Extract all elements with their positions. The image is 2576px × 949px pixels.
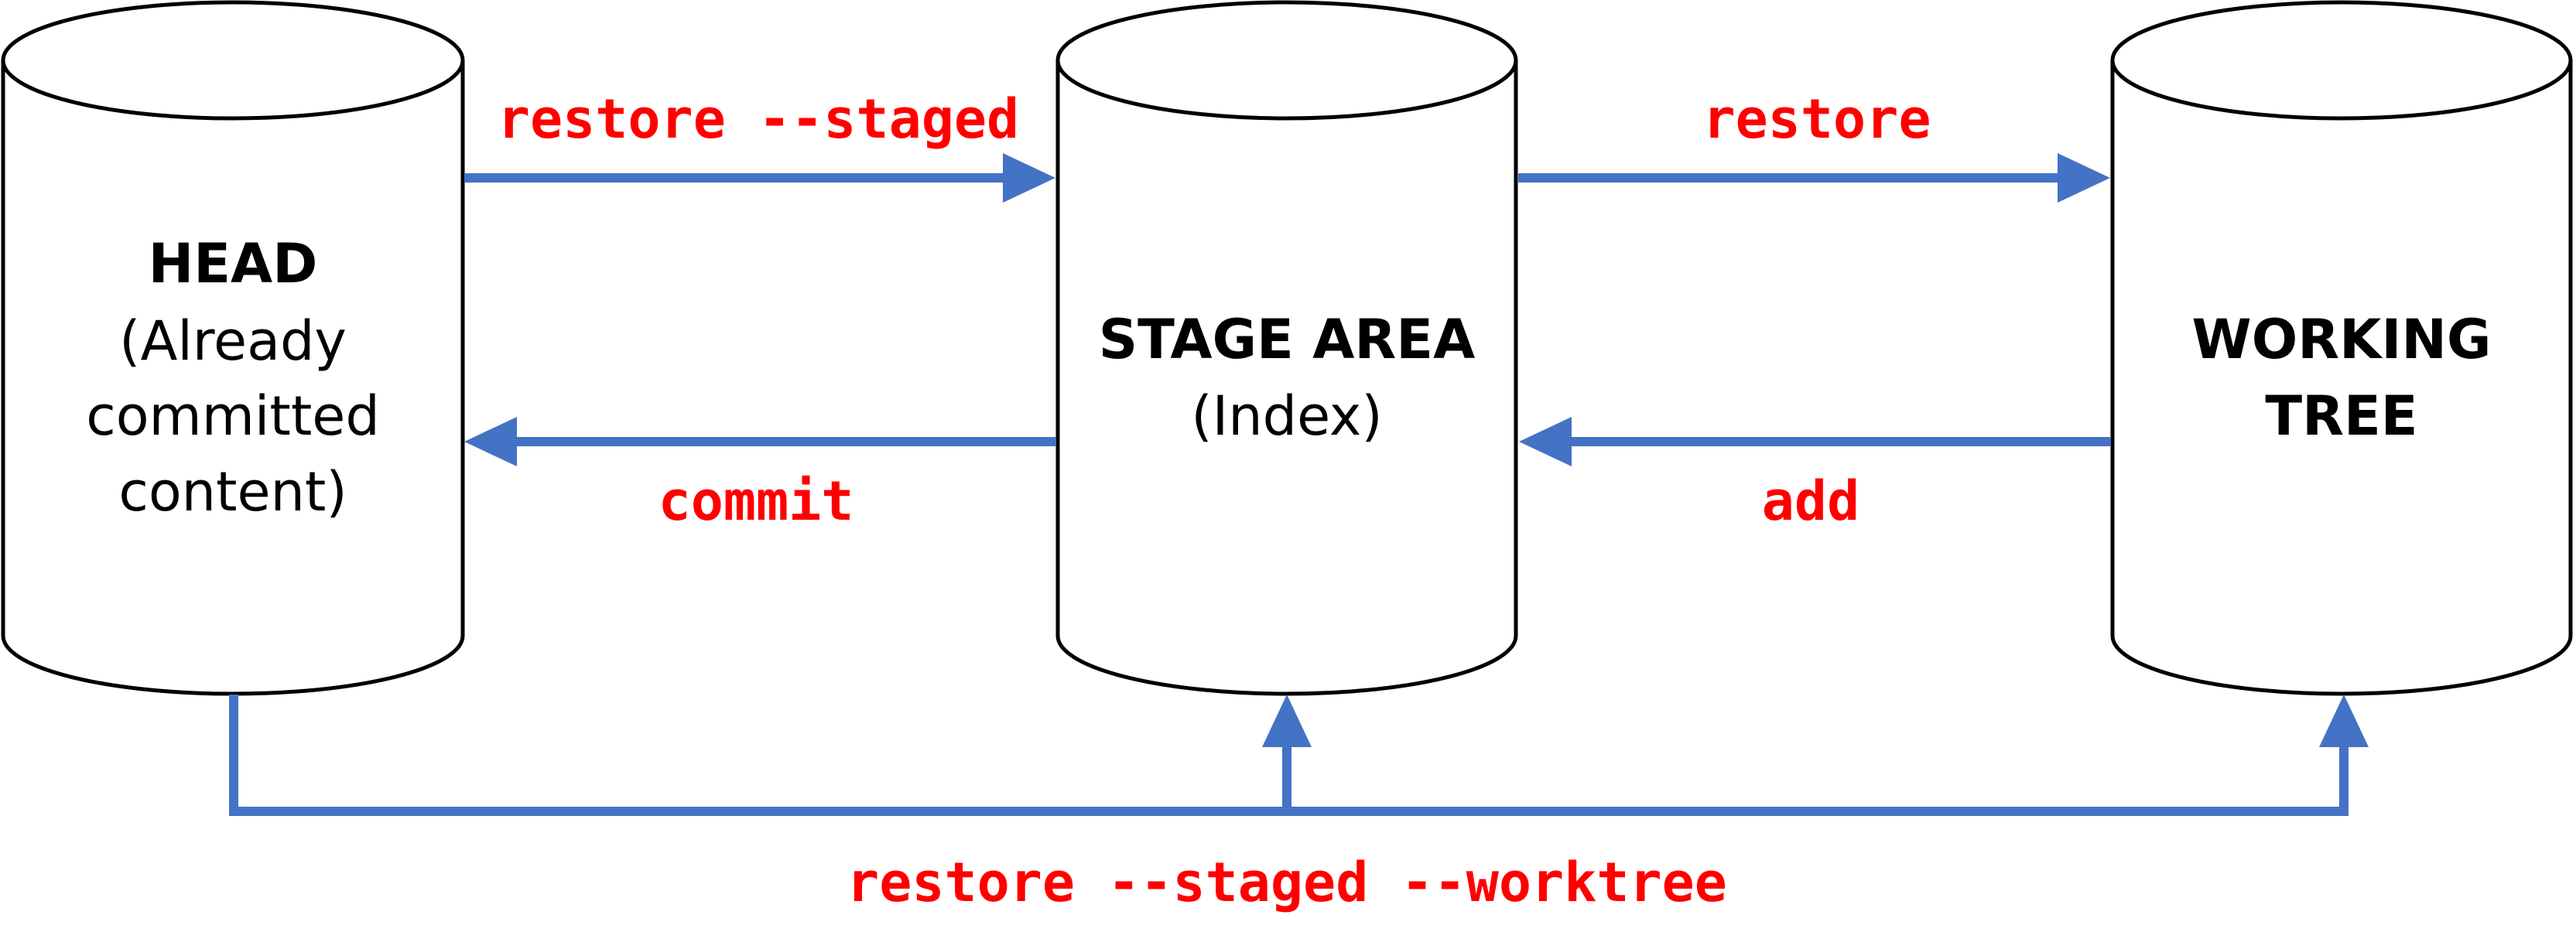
restore-staged-worktree-label: restore --staged --worktree <box>847 851 1727 914</box>
commit-arrowhead <box>464 417 517 466</box>
stage-area-cylinder: STAGE AREA (Index) <box>1055 0 1518 696</box>
stage-area-cylinder-top <box>1055 0 1518 121</box>
head-subtitle-line-1: (Already <box>119 309 347 373</box>
working-tree-cylinder: WORKING TREE <box>2110 0 2573 696</box>
head-subtitle-line-3: content) <box>118 460 347 524</box>
stage-area-subtitle: (Index) <box>1191 384 1382 448</box>
add-arrow <box>1519 417 2111 466</box>
worktree-up-arrowhead <box>2319 695 2369 747</box>
stage-area-title: STAGE AREA <box>1099 308 1476 371</box>
head-cylinder-body <box>1 60 465 696</box>
restore-arrowhead <box>2058 153 2110 203</box>
arrows <box>229 153 2369 816</box>
add-arrowhead <box>1519 417 1572 466</box>
restore-staged-worktree-arrow <box>229 695 2369 816</box>
head-cylinder: HEAD (Already committed content) <box>1 0 465 696</box>
command-labels: restore --staged restore commit add rest… <box>498 87 1931 914</box>
stage-up-arrowhead <box>1262 695 1312 747</box>
restore-staged-arrow <box>464 153 1055 203</box>
stage-area-cylinder-body <box>1055 60 1518 696</box>
working-tree-cylinder-top <box>2110 0 2573 121</box>
working-tree-title-line-1: WORKING <box>2192 308 2492 371</box>
commit-label: commit <box>659 469 854 533</box>
head-cylinder-top <box>1 0 465 121</box>
working-tree-title-line-2: TREE <box>2265 384 2417 448</box>
working-tree-cylinder-body <box>2110 60 2573 696</box>
commit-arrow <box>464 417 1056 466</box>
head-subtitle-line-2: committed <box>86 384 380 448</box>
add-label: add <box>1762 469 1859 533</box>
restore-label: restore <box>1702 87 1931 151</box>
restore-arrow <box>1518 153 2110 203</box>
restore-staged-arrowhead <box>1003 153 1055 203</box>
head-title: HEAD <box>149 232 318 295</box>
restore-staged-label: restore --staged <box>498 87 1019 151</box>
